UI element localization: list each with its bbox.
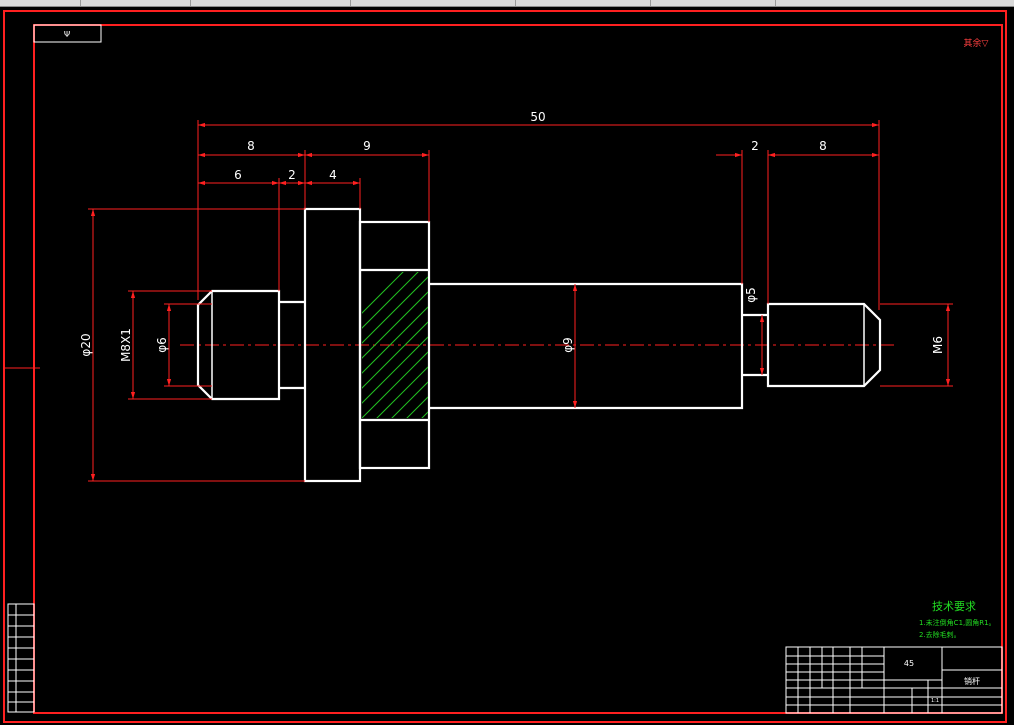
drawing-code-tab — [33, 24, 102, 43]
cad-drawing-canvas[interactable]: Ψ 其余▽ — [0, 7, 1014, 725]
title-block-scale: 1:1 — [931, 698, 939, 704]
dim-left-section: 8 — [247, 139, 255, 153]
dim-groove-right: 2 — [751, 139, 759, 153]
title-block-part-name: 销杆 — [964, 676, 980, 686]
dim-thread-length-right: 8 — [819, 139, 827, 153]
dim-shaft-diameter: φ9 — [561, 337, 575, 353]
dim-left-end-diameter: φ6 — [155, 337, 169, 353]
dim-total-length: 50 — [530, 110, 545, 124]
tech-req-title: 技术要求 — [932, 600, 976, 613]
dim-chamfer-left: 6 — [234, 168, 242, 182]
shoulder-block — [358, 220, 431, 470]
title-block-material: 45 — [904, 659, 914, 668]
inner-drawing-frame — [33, 24, 1003, 714]
dim-collar-span: 9 — [363, 139, 371, 153]
toolbar-segment[interactable] — [190, 0, 351, 6]
dim-groove-left: 2 — [288, 168, 296, 182]
toolbar-segment[interactable] — [650, 0, 776, 6]
left-binding-table — [7, 603, 35, 713]
dim-collar-diameter: φ20 — [79, 333, 93, 356]
left-groove — [279, 300, 305, 390]
dim-collar-width: 4 — [329, 168, 337, 182]
toolbar-segment[interactable] — [350, 0, 516, 6]
main-shaft — [429, 282, 744, 410]
dim-right-thread: M6 — [931, 336, 945, 354]
window-toolbar-strip — [0, 0, 1014, 7]
toolbar-segment[interactable] — [515, 0, 651, 6]
dim-groove-diameter: φ5 — [744, 287, 758, 303]
surface-roughness-mark: 其余▽ — [964, 37, 989, 49]
tech-req-item-1: 1.未注倒角C1,圆角R1。 — [919, 618, 996, 627]
outer-sheet-border — [3, 10, 1007, 723]
toolbar-segment[interactable] — [80, 0, 191, 6]
title-block — [785, 646, 1003, 714]
toolbar-segment[interactable] — [0, 0, 81, 6]
dimension-lines — [88, 120, 953, 482]
dim-left-thread: M8X1 — [119, 328, 133, 362]
drawing-code-text: Ψ — [64, 30, 70, 39]
tech-req-item-2: 2.去除毛刺。 — [919, 630, 961, 639]
section-hatch — [362, 272, 428, 418]
